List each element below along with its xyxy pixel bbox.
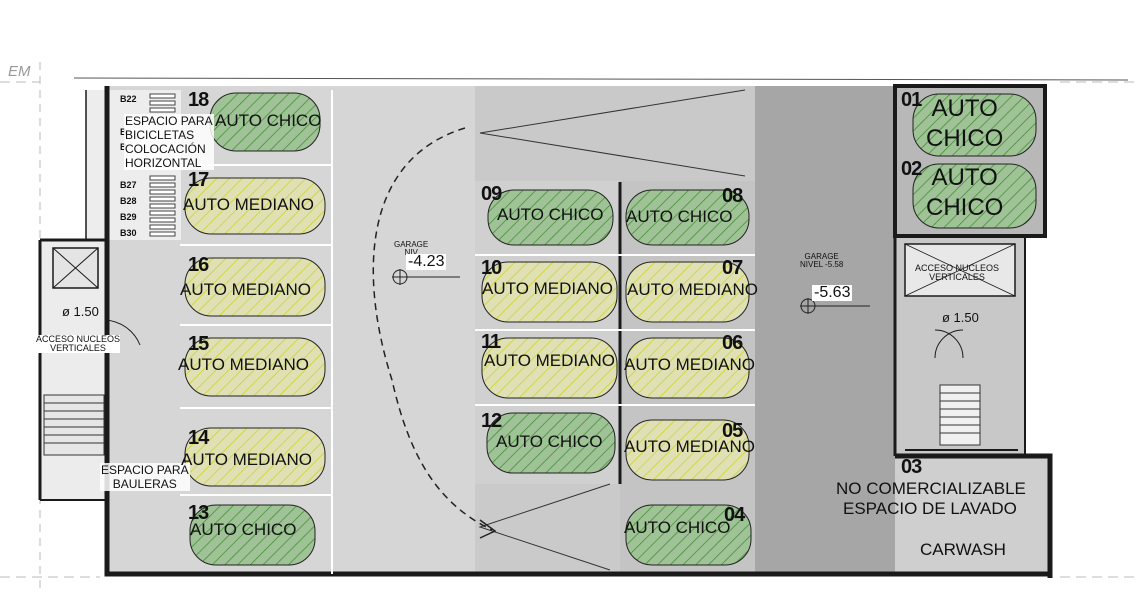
level-value: -5.63: [812, 284, 853, 301]
storage-label: B: [120, 143, 127, 152]
space-number: 15: [188, 333, 209, 355]
zone-ramp: [475, 86, 755, 181]
stairs: [43, 384, 981, 456]
storage-label: B: [120, 128, 127, 137]
storage-label: B29: [120, 212, 137, 222]
zone-right: [755, 86, 895, 574]
space-type: AUTO MEDIANO: [183, 195, 314, 214]
storage-bays: [149, 93, 176, 237]
space-number: 17: [188, 169, 209, 191]
space-type: AUTO CHICO: [926, 95, 1004, 152]
space-number: 16: [188, 254, 209, 276]
space-number: 09: [481, 183, 502, 205]
space-type: AUTO CHICO: [190, 520, 297, 539]
core-right-note: ACCESO NUCLEOS VERTICALES: [915, 263, 1000, 282]
space-number: 08: [722, 185, 743, 207]
space-type: AUTO MEDIANO: [482, 279, 613, 298]
space-type: AUTO MEDIANO: [624, 355, 755, 374]
ramp-lines: [478, 89, 746, 571]
carwash-line-2: ESPACIO DE LAVADO: [843, 499, 1017, 518]
storage-label: B28: [120, 196, 137, 206]
space-type: AUTO CHICO: [624, 518, 731, 537]
zone-carwash: [895, 456, 1050, 574]
carwash-line-3: CARWASH: [920, 540, 1006, 559]
diameter-label: ø 1.50: [942, 310, 979, 325]
space-number: 07: [722, 257, 743, 279]
storage-label: B22: [120, 94, 137, 104]
axis-lines: [0, 62, 1140, 592]
walls: [38, 84, 1053, 578]
space-number: 02: [901, 158, 922, 180]
circulation-path: [372, 127, 493, 531]
space-type: AUTO MEDIANO: [178, 355, 309, 374]
space-number: 18: [188, 89, 209, 111]
level-small-label: GARAGE NIV: [394, 240, 429, 257]
space-number: 13: [188, 502, 209, 524]
corner-label: EM: [8, 63, 31, 80]
space-number: 11: [481, 331, 501, 353]
space-type: AUTO CHICO: [215, 111, 322, 130]
space-number: 05: [722, 420, 743, 442]
space-type: AUTO MEDIANO: [180, 280, 311, 299]
space-number: 14: [188, 427, 209, 449]
level-marker-1: [392, 269, 460, 285]
space-type: AUTO CHICO: [497, 205, 604, 224]
space-type: AUTO MEDIANO: [624, 437, 755, 456]
level-marker-2: [800, 298, 870, 314]
zone-ramp-bottom: [475, 484, 620, 574]
storage-label: B27: [120, 180, 137, 190]
space-number: 12: [481, 410, 502, 432]
space-number: 06: [722, 332, 743, 354]
space-type: AUTO CHICO: [496, 432, 603, 451]
space-type: AUTO MEDIANO: [627, 280, 758, 299]
space-type: AUTO CHICO: [626, 207, 733, 226]
storage-label: B30: [120, 228, 137, 238]
space-type: AUTO MEDIANO: [484, 351, 615, 370]
space-number: 10: [481, 257, 502, 279]
space-number: 01: [901, 89, 922, 111]
diameter-label: ø 1.50: [62, 304, 99, 319]
car-shapes: [184, 92, 1037, 566]
space-number: 04: [724, 504, 745, 526]
level-small-label: GARAGE NIVEL -5.58: [800, 252, 844, 269]
space-type: AUTO MEDIANO: [181, 450, 312, 469]
carwash-line-1: NO COMERCIALIZABLE: [836, 479, 1026, 498]
space-number: 03: [901, 456, 922, 478]
level-value: -4.23: [406, 253, 447, 270]
bicycle-note: ESPACIO PARA BICICLETAS COLOCACIÓN HORIZ…: [124, 114, 214, 170]
stall-lines: [180, 90, 755, 574]
circulation-arrow: [479, 519, 497, 539]
space-type: AUTO CHICO: [926, 164, 1004, 221]
core-left-note: ACCESO NUCLEOS VERTICALES: [36, 334, 121, 353]
bauleras-note: ESPACIO PARA BAULERAS: [100, 463, 190, 491]
